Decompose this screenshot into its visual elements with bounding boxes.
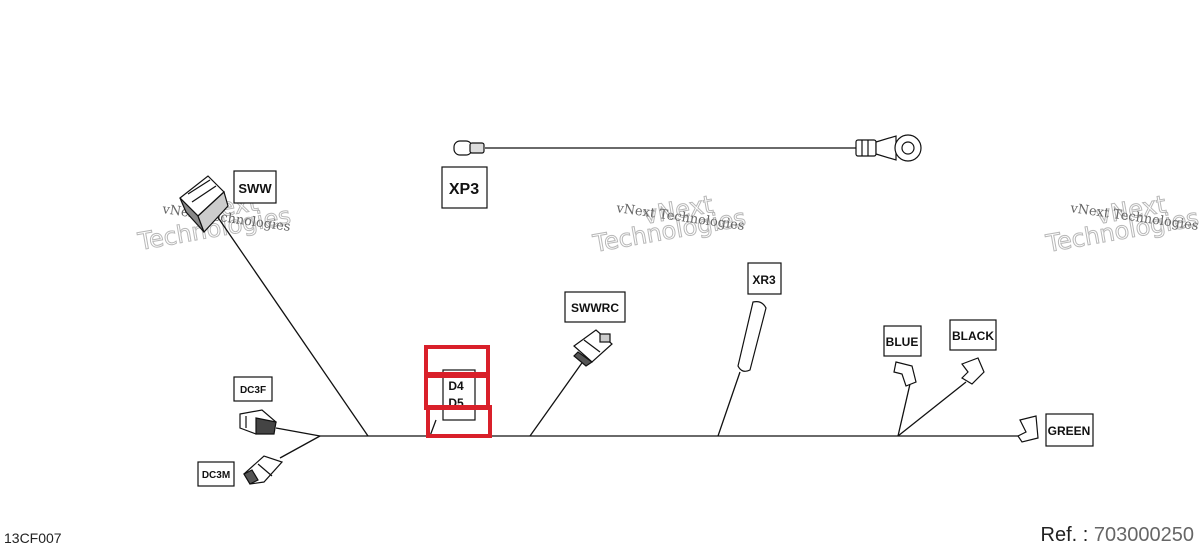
label-sww: SWW (233, 170, 277, 204)
label-dc3f: DC3F (233, 376, 273, 402)
svg-text:BLUE: BLUE (886, 335, 919, 349)
ring-terminal-icon (855, 134, 922, 162)
xp3-plug-icon (453, 140, 485, 156)
reference-number: Ref. : 703000250 (1041, 524, 1194, 547)
label-xr3: XR3 (747, 262, 782, 295)
wire-sww (205, 199, 369, 437)
svg-text:D4: D4 (448, 379, 464, 393)
label-swwrc: SWWRC (564, 291, 626, 323)
svg-text:GREEN: GREEN (1048, 424, 1091, 438)
label-dc3m: DC3M (197, 461, 235, 487)
svg-text:BLACK: BLACK (952, 329, 994, 343)
wire-dc3m (279, 435, 321, 459)
svg-text:DC3M: DC3M (202, 470, 230, 481)
label-blue: BLUE (883, 325, 922, 357)
label-xp3: XP3 (441, 166, 488, 209)
svg-text:DC3F: DC3F (240, 385, 266, 396)
green-terminal-icon (1017, 415, 1039, 443)
svg-text:XP3: XP3 (449, 181, 479, 198)
wire-xr3 (717, 371, 741, 437)
sww-connector-icon (179, 175, 229, 234)
svg-text:SWW: SWW (238, 181, 272, 196)
label-black: BLACK (949, 319, 997, 351)
highlight-boxes (424, 345, 492, 438)
wire-black (897, 381, 967, 437)
svg-text:XR3: XR3 (752, 273, 776, 287)
wire-blue (897, 383, 911, 437)
wire-dc3f (275, 427, 321, 437)
watermark-right: Technologies vNext vNext Technologies (1043, 190, 1200, 259)
ref-label: Ref. : (1040, 524, 1089, 546)
diagram-code: 13CF007 (4, 530, 62, 546)
dc3m-connector-icon (243, 455, 284, 485)
watermark-center: Technologies vNext vNext Technologies (590, 190, 749, 259)
wire-swwrc (529, 359, 585, 437)
xr3-sleeve-icon (737, 301, 767, 372)
ref-number: 703000250 (1093, 524, 1194, 546)
label-green: GREEN (1045, 413, 1094, 447)
svg-text:SWWRC: SWWRC (571, 301, 619, 315)
wire-d4d5 (429, 419, 437, 437)
blue-terminal-icon (893, 361, 917, 387)
highlight-bottom (426, 405, 492, 438)
swwrc-connector-icon (573, 329, 613, 367)
black-terminal-icon (961, 357, 985, 385)
dc3f-connector-icon (239, 409, 278, 435)
